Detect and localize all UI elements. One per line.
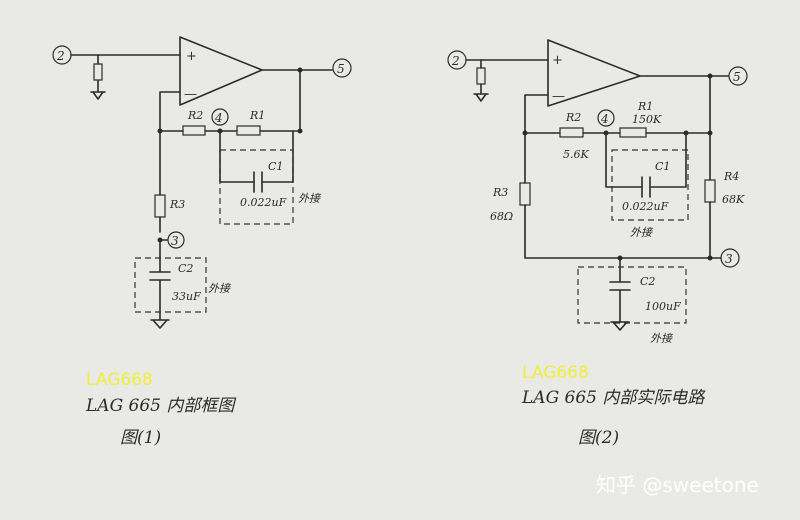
left-opamp-plus: +	[186, 49, 197, 64]
left-badge: LAG668	[86, 370, 153, 390]
right-node-3: 3	[725, 252, 733, 266]
right-r1	[619, 127, 647, 138]
left-bias-ground	[90, 79, 106, 100]
left-c2-ground	[150, 319, 170, 329]
right-c1	[641, 176, 651, 198]
right-opamp-plus: +	[552, 53, 563, 68]
right-c1-label: C1	[655, 160, 670, 173]
right-opamp	[547, 39, 641, 107]
right-c1-note: 外接	[630, 226, 654, 239]
right-r2-value: 5.6K	[563, 148, 589, 161]
left-c2-note: 外接	[208, 282, 232, 295]
right-r3	[519, 182, 531, 206]
right-node-5: 5	[733, 70, 741, 84]
right-bias-resistor	[476, 67, 486, 85]
left-caption: LAG 665 内部框图	[85, 396, 236, 416]
left-feedback-wire	[159, 69, 301, 132]
left-c2-label: C2	[178, 262, 193, 275]
right-r4-value: 68K	[722, 193, 745, 206]
left-r3-label: R3	[169, 198, 185, 211]
right-c2-box	[577, 266, 687, 324]
left-c2-box	[134, 257, 207, 313]
left-opamp-minus: —	[184, 87, 197, 102]
right-r4-label: R4	[723, 170, 739, 183]
left-opamp	[179, 36, 263, 106]
left-figure-label: 图(1)	[120, 428, 161, 448]
right-bias-ground	[473, 83, 489, 102]
left-node-5-circle	[332, 58, 352, 78]
right-node-4: 4	[600, 112, 609, 126]
right-r1-value: 150K	[632, 113, 662, 126]
right-c2-label: C2	[640, 275, 655, 288]
right-opamp-minus: —	[552, 89, 565, 104]
right-node-2: 2	[451, 54, 460, 68]
left-c1-label: C1	[268, 160, 283, 173]
watermark: 知乎 @sweetone	[596, 473, 759, 497]
left-bias-resistor	[93, 63, 103, 81]
right-r3-value: 68Ω	[490, 210, 513, 223]
left-r2	[182, 125, 206, 136]
right-r2	[559, 127, 584, 138]
left-c1-box	[219, 149, 294, 225]
right-r2-label: R2	[565, 111, 581, 124]
right-r3-label: R3	[492, 186, 508, 199]
right-caption: LAG 665 内部实际电路	[521, 388, 706, 408]
right-c1-box	[611, 149, 689, 221]
left-c2	[149, 239, 171, 321]
left-c1-value: 0.022uF	[240, 196, 287, 209]
left-r1-label: R1	[249, 109, 265, 122]
left-c2-value: 33uF	[172, 290, 201, 303]
left-node-2: 2	[56, 49, 65, 63]
right-c2-note: 外接	[650, 332, 674, 345]
left-node-3: 3	[171, 234, 179, 248]
right-c1-value: 0.022uF	[622, 200, 669, 213]
left-r3	[154, 194, 166, 218]
left-r1	[236, 125, 261, 136]
right-circuit: + — 2 5 R2 5.6K 4 R1 150K C1 0.022uF	[447, 39, 748, 448]
left-node-4: 4	[214, 111, 223, 125]
right-figure-label: 图(2)	[578, 428, 619, 448]
right-c2	[609, 257, 631, 323]
left-circuit: + — 2 5 R2 4 R1 C1 0.022uF 外接	[52, 36, 352, 448]
right-badge: LAG668	[522, 363, 589, 383]
right-c2-value: 100uF	[645, 300, 681, 313]
left-r2-label: R2	[187, 109, 203, 122]
left-node-5: 5	[337, 62, 345, 76]
left-c1-note: 外接	[298, 192, 322, 205]
right-c2-ground	[610, 321, 630, 331]
right-r4	[704, 179, 716, 203]
left-c1	[253, 171, 263, 193]
right-r1-label: R1	[637, 100, 653, 113]
